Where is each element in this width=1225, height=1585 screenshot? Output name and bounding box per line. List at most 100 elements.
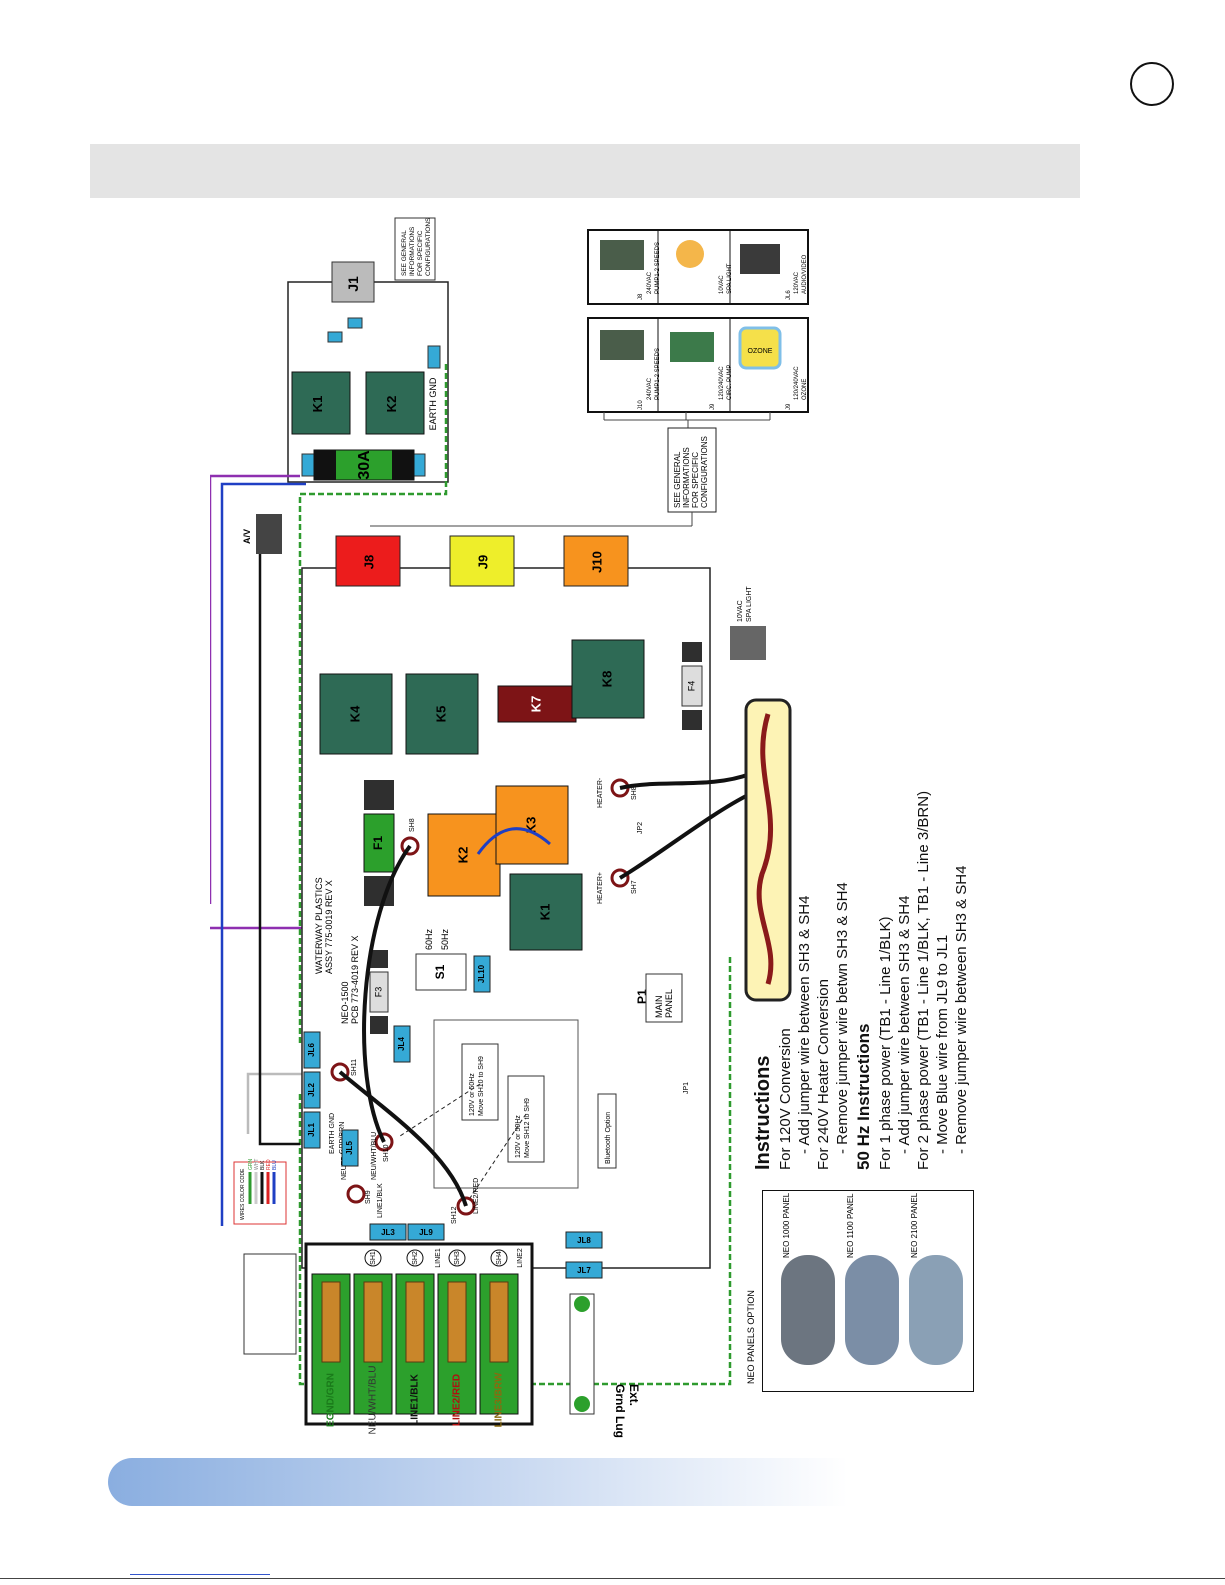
see-general-top-3: FOR SPECIFIC: [417, 230, 424, 276]
sh8b-label: SH8: [631, 786, 638, 800]
terminal-line2-label: LINE2/RED: [452, 1374, 463, 1426]
wiring-diagram: J1 SEE GENERAL INFORMATIONS FOR SPECIFIC…: [210, 214, 980, 1439]
wire-code-grn: GRN: [248, 1159, 254, 1171]
heater-jl-tab-4: [301, 453, 315, 477]
ozone-icon: [738, 326, 782, 370]
notes-box: [243, 1253, 297, 1355]
heater-plus-label: HEATER+: [597, 872, 604, 904]
sh7-label: SH7: [631, 880, 638, 894]
sh1-label: SH1: [370, 1251, 377, 1265]
heater-jl-tab-5: [412, 453, 426, 477]
j8-label: J8: [361, 555, 376, 569]
hz50-label: 50Hz: [440, 928, 450, 950]
k8-relay: [571, 639, 645, 719]
heater-fuse-end-b: [392, 450, 414, 480]
grnd-lug-label: Grnd Lug: [613, 1384, 627, 1438]
k2-label: K2: [455, 847, 470, 864]
wire-code-red: RED: [266, 1159, 272, 1170]
k7-label: K7: [528, 696, 543, 713]
k1-label: K1: [537, 904, 552, 921]
heater-k2-label: K2: [384, 396, 399, 413]
f4-clip-b: [682, 710, 702, 730]
k1-relay: [509, 873, 583, 951]
lug-hex-bottom: [574, 1396, 590, 1412]
see-general-right-2: INFORMATIONS: [682, 447, 691, 508]
bluetooth-label: Bluetooth Option: [605, 1112, 612, 1164]
jl2-tag: [303, 1071, 321, 1109]
cfg-top-1-code: J8: [638, 293, 644, 300]
f3-fuse: [369, 971, 389, 1013]
neo-panels-option: [762, 1190, 974, 1392]
footer-link-underline[interactable]: [130, 1574, 270, 1575]
spa-light-icon: [676, 240, 704, 268]
spa-light-plug: [730, 626, 766, 660]
see-general-top-4: CONFIGURATIONS: [425, 217, 432, 276]
jl4-label: JL4: [397, 1037, 406, 1051]
jp1-label: JP1: [683, 1082, 690, 1094]
wire-code-title: WIRES COLOR CODE: [240, 1168, 246, 1220]
jl5-label: JL5: [345, 1141, 354, 1155]
hz60-label: 60Hz: [424, 928, 434, 950]
green-ground-wire-lower: [298, 1094, 310, 1386]
waterway-line2: ASSY 775-0019 REV X: [324, 880, 334, 974]
wire-heater-minus: [619, 772, 751, 790]
heater-jl-tab-3: [427, 345, 441, 369]
neo-line2: PCB 773-4019 REV X: [350, 935, 360, 1024]
jl8-label: JL8: [577, 1236, 591, 1245]
sh3-circle: [448, 1249, 466, 1267]
v120-box2-line1: 120V or 50Hz: [515, 1115, 522, 1158]
sh11-label: SH11: [351, 1059, 358, 1076]
instruction-1phase: For 1 phase power (TB1 - Line 1/BLK): [877, 916, 894, 1170]
line2-term-label: LINE2: [517, 1248, 524, 1268]
neo-1100-label: NEO 1100 PANEL: [846, 1193, 855, 1258]
neo-1000-label: NEO 1000 PANEL: [782, 1192, 791, 1258]
neo-panels-option-label: NEO PANELS OPTION: [746, 1290, 756, 1384]
j9-label: J9: [475, 555, 490, 569]
main-panel-box: [645, 973, 683, 1023]
footer-rule: [0, 1578, 1225, 1579]
header-bar: [90, 144, 1080, 198]
lug-hex-top: [574, 1296, 590, 1312]
cfg-bot-3-line1: 120/240VAC: [794, 366, 800, 400]
see-general-top-2: INFORMATIONS: [409, 226, 416, 276]
heater-relay-box: J1 SEE GENERAL INFORMATIONS FOR SPECIFIC…: [287, 217, 449, 483]
k7-relay: [497, 685, 577, 723]
line1-blk-label: LINE1/BLK: [377, 1183, 384, 1218]
f3-label: F3: [373, 987, 383, 998]
f1-fuse: [363, 813, 395, 873]
v120-region: [433, 1019, 579, 1189]
j10-connector: [563, 535, 629, 587]
terminal-screw-4: [447, 1281, 467, 1363]
f1-clip-a: [364, 780, 394, 810]
cfg-top-3-line1: 120VAC: [794, 271, 800, 294]
sh3-label: SH3: [454, 1251, 461, 1265]
j8-connector: [335, 535, 401, 587]
heater-jumper-wires: [338, 772, 751, 1207]
sh4-label: SH4: [496, 1251, 503, 1265]
s1-switch: [415, 953, 467, 991]
terminal-neu-label: NEU/WHT/BLU: [368, 1366, 379, 1435]
k5-relay: [405, 673, 479, 755]
jl1-label: JL1: [307, 1123, 316, 1137]
jl9-tag: [407, 1223, 445, 1241]
pointer-box2: [469, 1113, 527, 1199]
terminal-screw-1: [321, 1281, 341, 1363]
j10-label: J10: [589, 551, 604, 573]
cfg-top-2-line1: 10VAC: [719, 275, 725, 294]
sh8-label: SH8: [409, 818, 416, 832]
cfg-bot-3-line2: OZONE: [802, 379, 808, 400]
v120-box1-line1: 120V or 50Hz: [469, 1073, 476, 1116]
j1-connector: [331, 261, 375, 303]
jl9-label: JL9: [419, 1228, 433, 1237]
terminal-line3-label: LINE3/BRW: [494, 1372, 505, 1427]
see-general-note-top: [394, 217, 436, 281]
neo-panel-1100: [845, 1255, 899, 1365]
jl3-label: JL3: [381, 1228, 395, 1237]
sh2-circle: [406, 1249, 424, 1267]
k8-label: K8: [599, 671, 614, 688]
jl10-label: JL10: [477, 964, 486, 983]
heater-jl-tab-1: [347, 317, 363, 329]
k2-k3-jumper: [476, 827, 551, 855]
heater-fuse-end-a: [314, 450, 336, 480]
k4-label: K4: [347, 705, 362, 722]
